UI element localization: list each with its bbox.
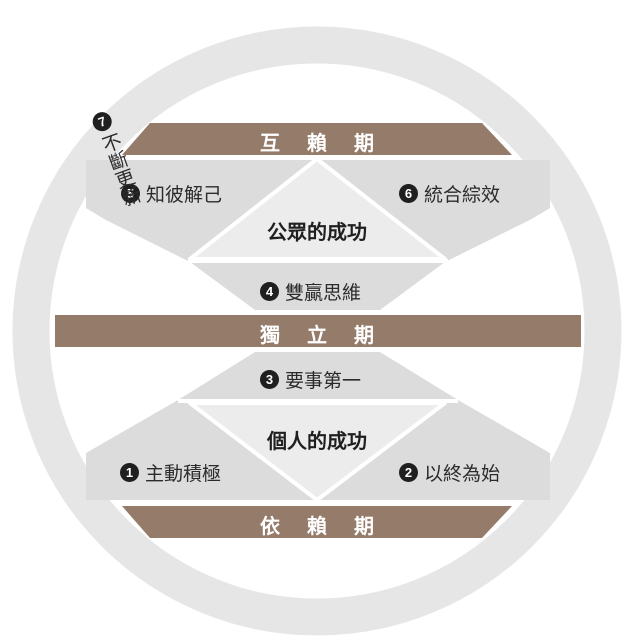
habit-6: 6 統合綜效 [399, 180, 500, 207]
phase-independence: 獨 立 期 [260, 323, 384, 347]
public-success-triangle [188, 157, 447, 261]
private-success-triangle [188, 401, 447, 502]
number-badge-icon: 1 [120, 463, 139, 482]
phase-dependence: 依 賴 期 [260, 514, 384, 538]
dependence-bar [122, 506, 512, 538]
number-badge-icon: 3 [260, 370, 279, 389]
habit-1: 1 主動積極 [120, 459, 221, 486]
number-badge-icon: 6 [399, 184, 418, 203]
public-success-label: 公眾的成功 [267, 220, 367, 244]
independence-bar [55, 315, 581, 347]
habit-label: 要事第一 [285, 370, 362, 392]
habit-label: 以終為始 [424, 463, 501, 485]
number-badge-icon: 2 [399, 463, 418, 482]
habit-label: 主動積極 [145, 463, 222, 485]
lower-white-wedge-right [380, 352, 550, 453]
upper-white-wedge-left [86, 210, 255, 310]
number-badge-icon: 4 [260, 282, 279, 301]
habit-2: 2 以終為始 [399, 459, 500, 486]
habit-5: 5 知彼解己 [121, 180, 222, 207]
habit-label: 統合綜效 [424, 184, 501, 206]
private-success-label: 個人的成功 [267, 429, 367, 453]
upper-white-wedge-right [380, 210, 550, 310]
habit-4: 4 雙贏思維 [260, 278, 361, 305]
lower-white-wedge-left [86, 352, 255, 453]
renewal-ring [12, 26, 622, 636]
phase-interdependence: 互 賴 期 [260, 131, 384, 155]
interdependence-bar [122, 123, 512, 155]
number-badge-icon: 5 [121, 184, 140, 203]
habit-3: 3 要事第一 [260, 366, 361, 393]
habit-label: 雙贏思維 [285, 282, 362, 304]
habit-label: 知彼解己 [146, 184, 223, 206]
